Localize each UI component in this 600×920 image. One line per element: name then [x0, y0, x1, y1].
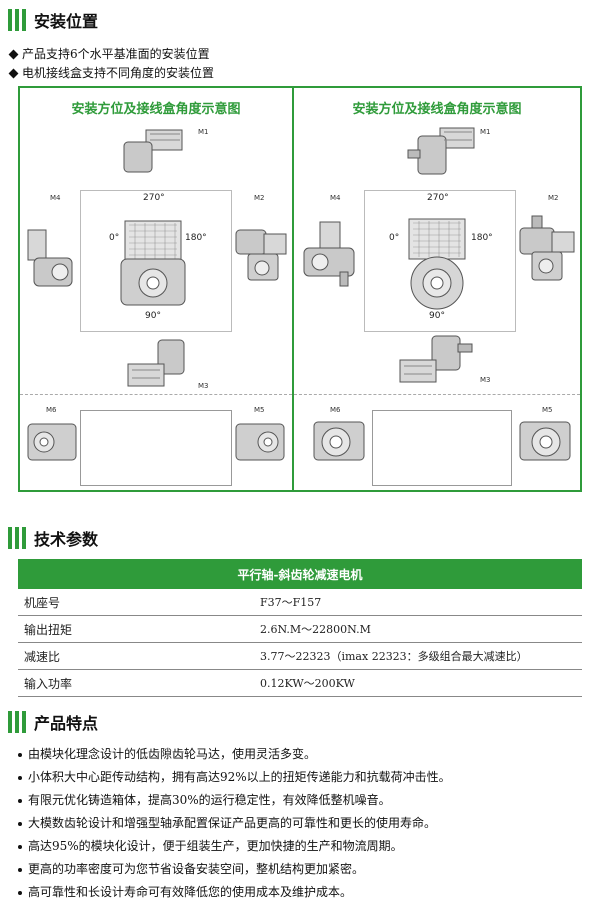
spec-key: 输入功率	[18, 669, 256, 697]
blank-view-box	[372, 410, 512, 486]
mounting-diagram: 安装方位及接线盒角度示意图 M1 M2 M3 M4 M5 M6	[18, 86, 582, 492]
spec-value: 3.77～22323（imax 22323：多级组合最大减速比）	[256, 642, 582, 670]
gear-motor-m5-icon	[519, 421, 571, 461]
list-item: 大模数齿轮设计和增强型轴承配置保证产品更高的可靠性和更长的使用寿命。	[18, 814, 436, 831]
panel-divider	[294, 394, 580, 395]
table-row: 减速比 3.77～22323（imax 22323：多级组合最大减速比）	[18, 642, 582, 670]
spec-value: 2.6N.M～22800N.M	[256, 615, 582, 643]
angle-label: 270°	[427, 193, 449, 203]
angle-center-box: 270° 0° 180° 90°	[80, 190, 232, 332]
diagram-panel-right: 安装方位及接线盒角度示意图 M1 M2 M3 M4 M5 M6	[294, 88, 580, 490]
spec-table-header: 平行轴-斜齿轮减速电机	[18, 559, 582, 589]
pos-label: M4	[330, 194, 341, 202]
table-row: 输入功率 0.12KW～200KW	[18, 669, 582, 697]
bullet-dot-icon	[18, 867, 22, 872]
panel-title: 安装方位及接线盒角度示意图	[352, 102, 522, 117]
features-section-header: 产品特点	[8, 710, 98, 734]
spec-value: 0.12KW～200KW	[256, 669, 582, 697]
spec-key: 输出扭矩	[18, 615, 256, 643]
angle-label: 270°	[143, 193, 165, 203]
gear-motor-m3-icon	[399, 335, 473, 383]
pos-label: M3	[198, 382, 209, 390]
section-bars-icon	[8, 9, 26, 31]
angle-label: 180°	[471, 233, 493, 243]
section-bars-icon	[8, 711, 26, 733]
spec-table-header-row: 平行轴-斜齿轮减速电机	[18, 559, 582, 589]
bullet-dot-icon	[18, 752, 22, 757]
table-row: 输出扭矩 2.6N.M～22800N.M	[18, 615, 582, 643]
section-bars-icon	[8, 527, 26, 549]
list-item: 更高的功率密度可为您节省设备安装空间，整机结构更加紧密。	[18, 860, 364, 877]
panel-divider	[20, 394, 292, 395]
angle-label: 90°	[429, 311, 445, 321]
angle-center-box: 270° 0° 180° 90°	[364, 190, 516, 332]
table-row: 机座号 F37～F157	[18, 589, 582, 616]
spec-key: 减速比	[18, 642, 256, 670]
gear-motor-m1-icon	[407, 127, 475, 175]
pos-label: M2	[548, 194, 559, 202]
pos-label: M3	[480, 376, 491, 384]
gear-motor-m3-icon	[127, 339, 185, 387]
blank-view-box	[80, 410, 232, 486]
angle-label: 0°	[389, 233, 400, 243]
pos-label: M6	[46, 406, 57, 414]
install-section-header: 安装位置	[8, 8, 98, 32]
gear-motor-m4-icon	[303, 221, 355, 287]
pos-label: M1	[198, 128, 209, 136]
angle-label: 0°	[109, 233, 120, 243]
spec-table: 平行轴-斜齿轮减速电机 机座号 F37～F157 输出扭矩 2.6N.M～228…	[18, 559, 582, 697]
spec-key: 机座号	[18, 589, 256, 616]
angle-label: 180°	[185, 233, 207, 243]
diamond-bullet-icon	[8, 68, 19, 79]
pos-label: M2	[254, 194, 265, 202]
bullet-dot-icon	[18, 798, 22, 803]
list-item: 高达95%的模块化设计，便于组装生产，更加快捷的生产和物流周期。	[18, 837, 403, 854]
pos-label: M6	[330, 406, 341, 414]
gear-motor-m6-icon	[313, 421, 365, 461]
gearbox-front-icon	[408, 218, 466, 310]
pos-label: M1	[480, 128, 491, 136]
features-title: 产品特点	[34, 714, 99, 733]
bullet-dot-icon	[18, 890, 22, 895]
gear-motor-m5-icon	[235, 423, 285, 461]
list-item: 小体积大中心距传动结构，拥有高达92%以上的扭矩传递能力和抗载荷冲击性。	[18, 768, 451, 785]
panel-title: 安装方位及接线盒角度示意图	[71, 102, 241, 117]
tech-title: 技术参数	[34, 530, 99, 549]
gear-motor-m1-icon	[123, 129, 183, 173]
pos-label: M5	[254, 406, 265, 414]
install-title: 安装位置	[34, 12, 99, 31]
list-item: 高可靠性和长设计寿命可有效降低您的使用成本及维护成本。	[18, 883, 352, 900]
bullet-dot-icon	[18, 821, 22, 826]
gear-motor-m4-icon	[27, 229, 73, 287]
tech-section-header: 技术参数	[8, 526, 98, 550]
gearbox-front-icon	[120, 220, 186, 306]
diagram-panel-left: 安装方位及接线盒角度示意图 M1 M2 M3 M4 M5 M6	[20, 88, 294, 490]
list-item: 有限元优化铸造箱体，提高30%的运行稳定性，有效降低整机噪音。	[18, 791, 391, 808]
angle-label: 90°	[145, 311, 161, 321]
pos-label: M4	[50, 194, 61, 202]
gear-motor-m6-icon	[27, 423, 77, 461]
bullet-dot-icon	[18, 775, 22, 780]
list-item: 由模块化理念设计的低齿隙齿轮马达，使用灵活多变。	[18, 745, 316, 762]
pos-label: M5	[542, 406, 553, 414]
gear-motor-m2-icon	[519, 215, 575, 281]
diamond-bullet-icon	[8, 49, 19, 60]
install-bullet-1: 产品支持6个水平基准面的安装位置	[8, 45, 210, 62]
spec-value: F37～F157	[256, 589, 582, 616]
bullet-dot-icon	[18, 844, 22, 849]
install-bullet-2: 电机接线盒支持不同角度的安装位置	[8, 64, 214, 81]
gear-motor-m2-icon	[235, 229, 287, 281]
